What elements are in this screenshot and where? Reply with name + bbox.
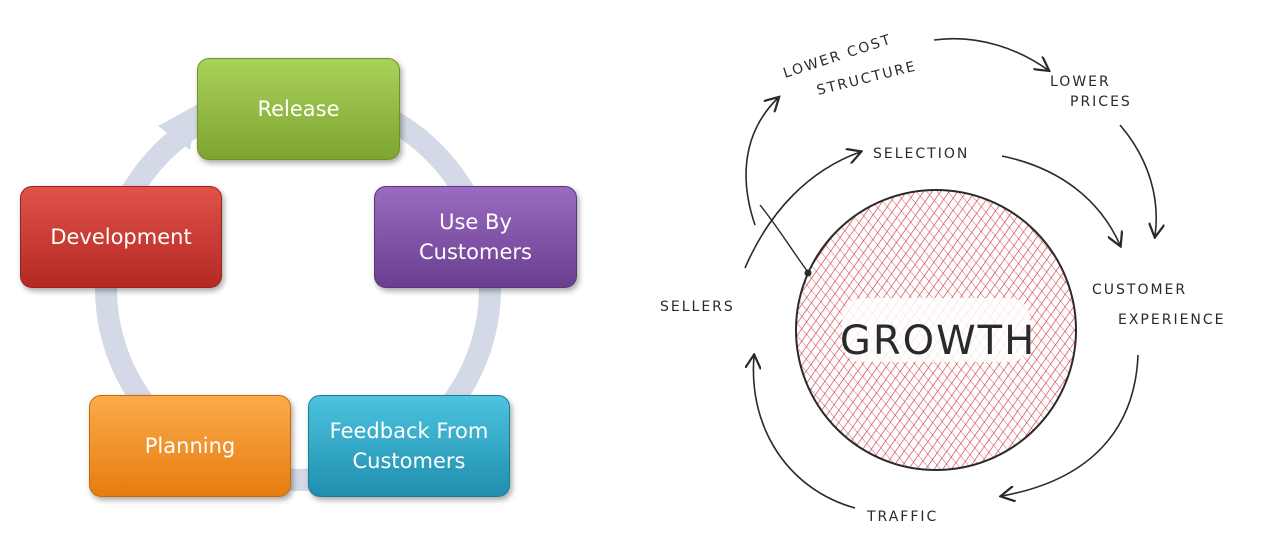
sellers-label: SELLERS	[660, 299, 735, 315]
release-label: Release	[257, 96, 340, 121]
growth-circle	[795, 189, 1077, 471]
flywheel-svg: GROWTH LOWER COST STRUCTURE LOWER PRICES…	[660, 32, 1226, 525]
customer-experience-label-line2: EXPERIENCE	[1118, 312, 1226, 328]
traffic-label: TRAFFIC	[866, 509, 938, 525]
use-by-customers-label-line1: Use By	[439, 209, 512, 234]
arrow-traffic-to-sellers	[753, 356, 856, 509]
release-box: Release	[197, 58, 400, 160]
connector-selection-to-growth	[759, 204, 809, 273]
connector-dot	[804, 269, 812, 277]
arrow-lower-cost-to-lower-prices	[933, 37, 1048, 70]
arrow-lower-prices-to-customer-experience	[1119, 124, 1156, 236]
feedback-label-line2: Customers	[352, 449, 466, 473]
arrow-sellers-to-lower-cost	[745, 98, 778, 226]
growth-flywheel-sketch: GROWTH LOWER COST STRUCTURE LOWER PRICES…	[630, 0, 1268, 546]
development-box: Development	[20, 186, 222, 288]
arrow-selection-to-customer-experience	[1001, 155, 1120, 245]
use-by-customers-label-line2: Customers	[419, 240, 532, 264]
planning-label: Planning	[144, 433, 236, 458]
development-label: Development	[50, 224, 192, 249]
development-cycle-diagram: Release Use By Customers Feedback From C…	[0, 0, 620, 546]
growth-label: GROWTH	[840, 318, 1036, 364]
customer-experience-label-line1: CUSTOMER	[1092, 282, 1187, 298]
lower-prices-label-line2: PRICES	[1070, 94, 1132, 110]
planning-box: Planning	[89, 395, 291, 497]
lower-prices-label-line1: LOWER	[1050, 74, 1111, 90]
feedback-from-customers-box: Feedback From Customers	[308, 395, 510, 497]
feedback-label-line1: Feedback From	[329, 418, 489, 443]
cycle-arrowhead	[158, 104, 198, 150]
arrow-sellers-to-selection	[744, 152, 860, 269]
selection-label: SELECTION	[873, 146, 969, 162]
use-by-customers-box: Use By Customers	[374, 186, 577, 288]
arrow-customer-experience-to-traffic	[1002, 354, 1139, 496]
